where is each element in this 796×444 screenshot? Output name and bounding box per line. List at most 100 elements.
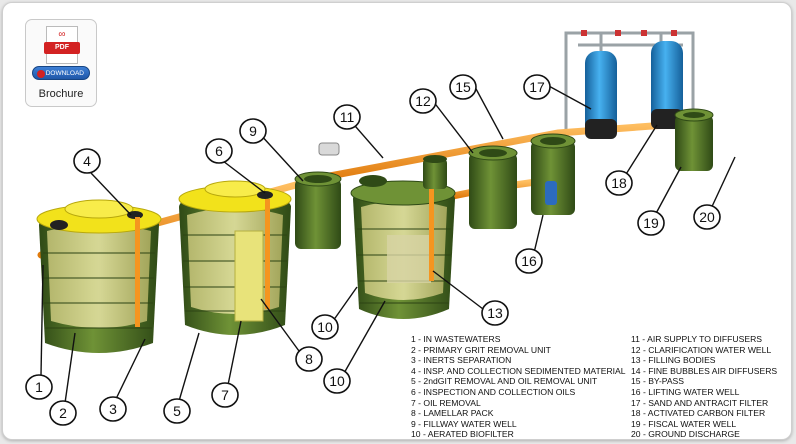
- lifting-well: [530, 133, 576, 215]
- legend-item: 17 - SAND AND ANTRACIT FILTER: [631, 397, 769, 408]
- callout-number: 10: [317, 319, 333, 335]
- callout-circle: [205, 138, 233, 164]
- callout-number: 17: [529, 79, 545, 95]
- legend-item: 18 - ACTIVATED CARBON FILTER: [631, 408, 766, 419]
- legend-item: 14 - FINE BUBBLES AIR DIFFUSERS: [631, 365, 778, 376]
- callout-circle: [693, 204, 721, 230]
- callout-circle: [239, 118, 267, 144]
- callout-number: 8: [305, 351, 313, 367]
- legend-item: 9 - FILLWAY WATER WELL: [411, 418, 517, 429]
- callout-marker: 5: [163, 398, 191, 424]
- legend-item: 11 - AIR SUPPLY TO DIFFUSERS: [631, 334, 763, 344]
- legend-item: 15 - BY-PASS: [631, 376, 685, 387]
- callout-circle: [49, 400, 77, 426]
- callout-number: 20: [699, 209, 715, 225]
- callout-number: 3: [109, 401, 117, 417]
- download-icon: [37, 70, 45, 78]
- callout-marker: 9: [239, 118, 267, 144]
- tank-oil-removal: [178, 180, 292, 335]
- callout-number: 19: [643, 215, 659, 231]
- callout-marker: 17: [523, 74, 551, 100]
- callout-marker: 18: [605, 170, 633, 196]
- callout-circle: [25, 374, 53, 400]
- callout-number: 13: [487, 305, 503, 321]
- callout-marker: 8: [295, 346, 323, 372]
- legend-item: 16 - LIFTING WATER WELL: [631, 386, 740, 397]
- legend-item: 13 - FILLING BODIES: [631, 355, 716, 366]
- legend-item: 19 - FISCAL WATER WELL: [631, 418, 737, 429]
- callout-circle: [515, 248, 543, 274]
- callout-marker: 13: [481, 300, 509, 326]
- acrobat-icon: ∞: [58, 29, 66, 40]
- pdf-file-icon: ∞ PDF: [44, 26, 80, 64]
- legend-item: 1 - IN WASTEWATERS: [411, 334, 501, 344]
- callout-marker: 10: [311, 314, 339, 340]
- callout-number: 5: [173, 403, 181, 419]
- legend-item: 12 - CLARIFICATION WATER WELL: [631, 344, 772, 355]
- aerated-biofilter: [350, 155, 456, 319]
- callout-circle: [323, 368, 351, 394]
- callout-number: 1: [35, 379, 43, 395]
- legend-left: 1 - IN WASTEWATERS 2 - PRIMARY GRIT REMO…: [411, 334, 626, 440]
- callout-marker: 2: [49, 400, 77, 426]
- callout-circle: [605, 170, 633, 196]
- leader-lines: [40, 84, 736, 404]
- callout-number: 6: [215, 143, 223, 159]
- callout-number: 11: [340, 109, 355, 125]
- tank-primary-grit: [36, 199, 162, 353]
- callout-circle: [311, 314, 339, 340]
- callout-circle: [449, 74, 477, 100]
- callout-marker: 11: [333, 104, 361, 130]
- download-label: DOWNLOAD: [45, 70, 84, 77]
- callout-marker: 1: [25, 374, 53, 400]
- callout-marker: 3: [99, 396, 127, 422]
- callout-circle: [73, 148, 101, 174]
- callout-number: 9: [249, 123, 257, 139]
- callout-number: 7: [221, 387, 229, 403]
- legend-item: 8 - LAMELLAR PACK: [411, 408, 494, 419]
- callout-circle: [211, 382, 239, 408]
- callout-circle: [163, 398, 191, 424]
- legend-item: 4 - INSP. AND COLLECTION SEDIMENTED MATE…: [411, 365, 626, 376]
- callout-marker: 4: [73, 148, 101, 174]
- callout-marker: 12: [409, 88, 437, 114]
- callout-number: 18: [611, 175, 627, 191]
- callout-marker: 7: [211, 382, 239, 408]
- callout-marker: 6: [205, 138, 233, 164]
- callout-marker: 20: [693, 204, 721, 230]
- brochure-download[interactable]: ∞ PDF DOWNLOAD Brochure: [25, 19, 97, 107]
- callout-circle: [295, 346, 323, 372]
- callout-number: 12: [415, 93, 431, 109]
- callout-circle: [523, 74, 551, 100]
- callout-number: 16: [521, 253, 537, 269]
- callout-circle: [409, 88, 437, 114]
- callout-number: 2: [59, 405, 67, 421]
- callout-number: 4: [83, 153, 91, 169]
- callout-marker: 19: [637, 210, 665, 236]
- fillway-well: [294, 142, 342, 249]
- callout-circle: [481, 300, 509, 326]
- callout-circle: [99, 396, 127, 422]
- legend-item: 5 - 2ndGIT REMOVAL AND OIL REMOVAL UNIT: [411, 376, 598, 387]
- legend-item: 20 - GROUND DISCHARGE: [631, 429, 740, 440]
- manifold-valves: [581, 30, 677, 36]
- legend-item: 10 - AERATED BIOFILTER: [411, 429, 514, 440]
- callout-number: 15: [455, 79, 471, 95]
- callout-marker: 10: [323, 368, 351, 394]
- callout-number: 10: [329, 373, 345, 389]
- download-button[interactable]: DOWNLOAD: [32, 66, 90, 80]
- sand-filter: [585, 51, 617, 139]
- callout-circle: [333, 104, 361, 130]
- callout-circle: [637, 210, 665, 236]
- pdf-badge: PDF: [44, 42, 80, 54]
- legend-item: 3 - INERTS SEPARATION: [411, 355, 512, 366]
- clarification-well: [468, 145, 518, 229]
- fiscal-well: [674, 108, 714, 171]
- legend-item: 7 - OIL REMOVAL: [411, 397, 481, 408]
- legend-item: 2 - PRIMARY GRIT REMOVAL UNIT: [411, 344, 551, 355]
- legend-item: 6 - INSPECTION AND COLLECTION OILS: [411, 386, 576, 397]
- callout-marker: 15: [449, 74, 477, 100]
